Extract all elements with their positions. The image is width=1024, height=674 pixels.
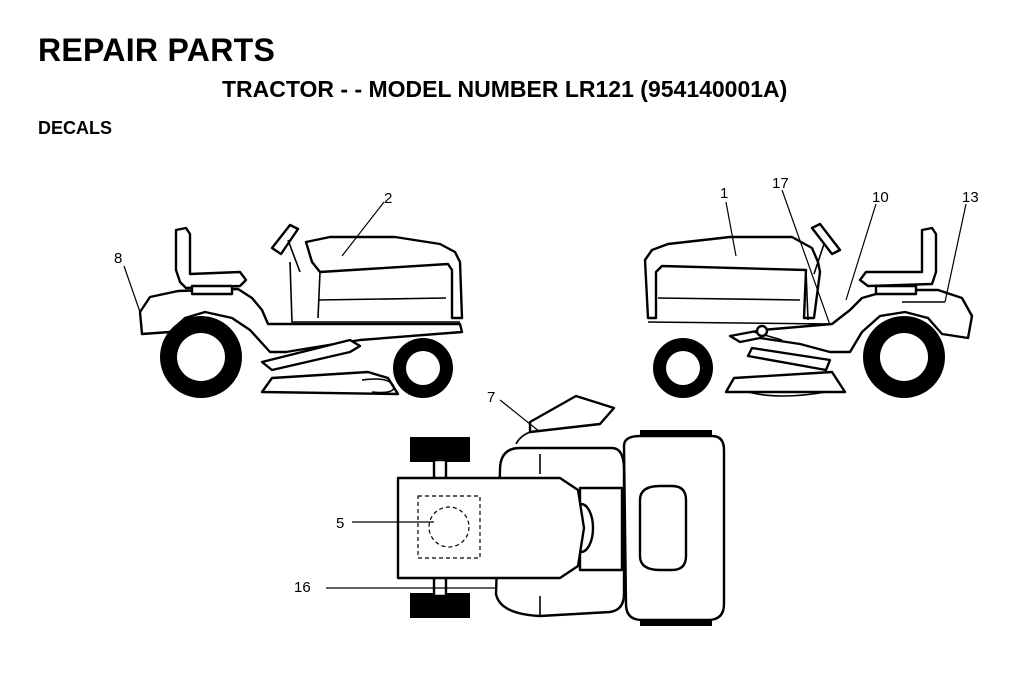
callout-13: 13 xyxy=(962,189,979,206)
callout-17: 17 xyxy=(772,175,789,192)
model-subtitle: TRACTOR - - MODEL NUMBER LR121 (95414000… xyxy=(222,76,788,102)
callout-8: 8 xyxy=(114,250,122,267)
leader-lines xyxy=(123,189,967,589)
tractor-top-view xyxy=(396,394,726,626)
callout-1: 1 xyxy=(720,185,728,202)
tractor-left-side-view xyxy=(138,223,464,398)
callout-16: 16 xyxy=(294,579,311,596)
section-heading: DECALS xyxy=(38,118,113,138)
callout-7: 7 xyxy=(487,389,495,406)
page-title: REPAIR PARTS xyxy=(38,32,276,68)
tractor-right-side-view xyxy=(643,222,974,398)
decal-outline-dashed xyxy=(417,495,481,559)
callout-10: 10 xyxy=(872,189,889,206)
callout-2: 2 xyxy=(384,190,392,207)
callout-5: 5 xyxy=(336,515,344,532)
